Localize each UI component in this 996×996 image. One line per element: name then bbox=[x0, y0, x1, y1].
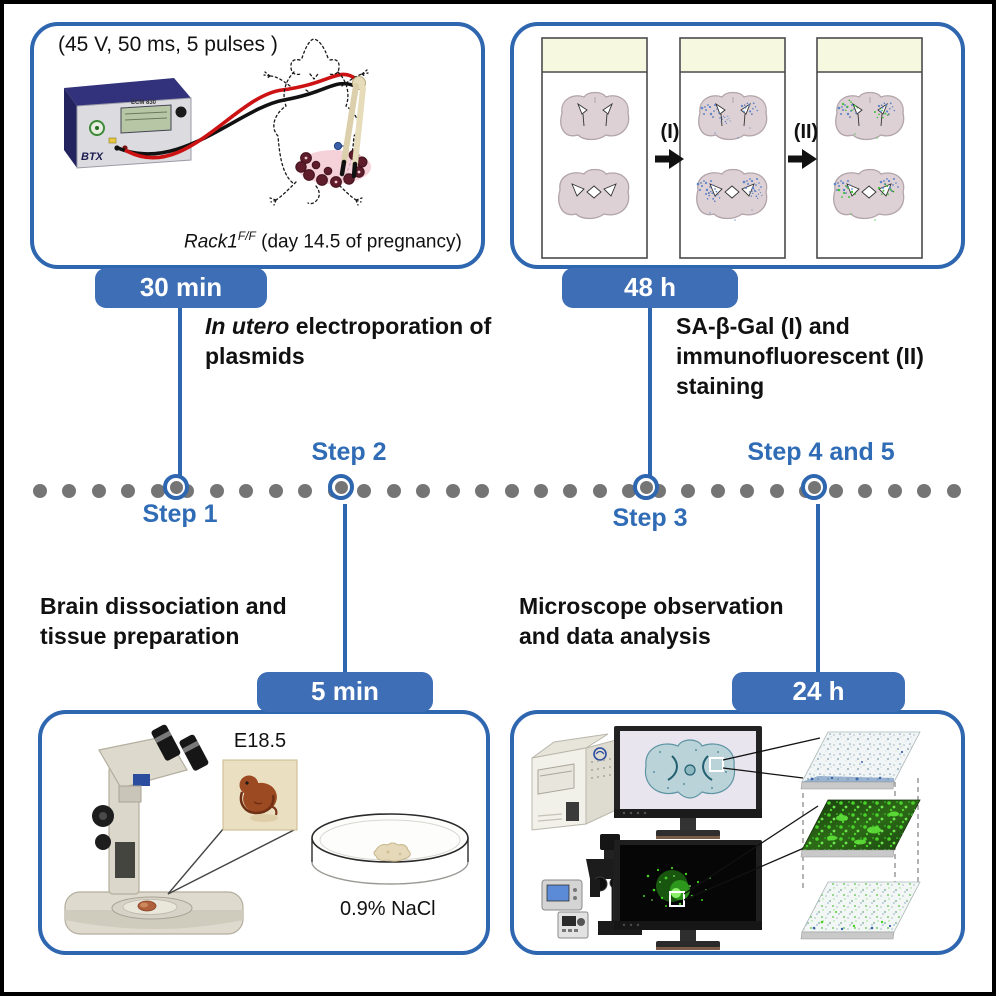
timeline-dot bbox=[622, 484, 637, 498]
timeline-dot bbox=[298, 484, 313, 498]
brain-tissue-icon bbox=[373, 842, 411, 862]
timeline-marker-step45 bbox=[801, 474, 827, 500]
zoom-region-box bbox=[709, 757, 724, 772]
timeline-dot bbox=[828, 484, 843, 498]
timeline-dot bbox=[681, 484, 696, 498]
duration-badge-30min: 30 min bbox=[95, 268, 267, 308]
timeline-dot bbox=[268, 484, 283, 498]
connector-step3 bbox=[648, 306, 652, 478]
timeline-dot bbox=[416, 484, 431, 498]
panel-staining: (I) (II) bbox=[510, 22, 965, 269]
panel-analysis bbox=[510, 710, 965, 955]
timeline-dot bbox=[887, 484, 902, 498]
step2-description: Brain dissociation and tissue preparatio… bbox=[40, 593, 287, 649]
slide-sabgal bbox=[680, 38, 785, 258]
duration-badge-48h: 48 h bbox=[562, 268, 738, 308]
step3-label: Step 3 bbox=[612, 504, 688, 532]
step1-description: In utero electroporation of plasmids bbox=[205, 313, 492, 369]
connector-step45 bbox=[816, 504, 820, 674]
embryo-chain-icon bbox=[295, 141, 371, 188]
timeline-dot bbox=[475, 484, 490, 498]
timeline-dot bbox=[386, 484, 401, 498]
timeline-marker-step3 bbox=[633, 474, 659, 500]
petri-dish-icon bbox=[311, 813, 469, 885]
electroporation-illustration: ECM 830 BTX bbox=[64, 38, 371, 206]
timeline-dot bbox=[445, 484, 460, 498]
slide-immunofluorescent bbox=[817, 38, 922, 258]
dissection-illustration bbox=[64, 724, 469, 935]
arrow-step-II-label: (II) bbox=[793, 121, 819, 143]
timeline-dot bbox=[917, 484, 932, 498]
timeline-dot bbox=[239, 484, 254, 498]
slide-unstained bbox=[542, 38, 647, 258]
timeline-dot bbox=[150, 484, 165, 498]
timeline-dot bbox=[592, 484, 607, 498]
timeline-dot bbox=[33, 484, 47, 498]
step45-label: Step 4 and 5 bbox=[747, 438, 895, 466]
timeline-dot bbox=[357, 484, 372, 498]
connector-step2 bbox=[343, 504, 347, 674]
stained-plane-fluorescence bbox=[800, 799, 921, 858]
timeline-marker-step2 bbox=[328, 474, 354, 500]
solution-label: 0.9% NaCl bbox=[340, 898, 436, 920]
electrode-cables-icon bbox=[117, 72, 358, 160]
fluorescence-connector-lines bbox=[683, 805, 819, 901]
step3-description: SA-β-Gal (I) and immunofluorescent (II) … bbox=[676, 313, 924, 399]
monitor-brightfield-icon bbox=[614, 726, 762, 839]
arrow-step-I-label: (I) bbox=[660, 121, 680, 143]
tweezer-electrode-icon bbox=[339, 76, 366, 179]
slide-scanner-icon bbox=[531, 733, 617, 831]
step45-description: Microscope observation and data analysis bbox=[519, 593, 784, 649]
plasmid-dot-icon bbox=[333, 141, 343, 151]
staining-illustration bbox=[514, 26, 961, 265]
timeline-dot bbox=[121, 484, 136, 498]
panel-dissection: E18.5 0.9% NaCl bbox=[38, 710, 490, 955]
step1-label: Step 1 bbox=[142, 500, 218, 528]
timeline-dot bbox=[209, 484, 224, 498]
genotype-text: Rack1F/F (day 14.5 of pregnancy) bbox=[184, 229, 462, 253]
timeline-dot bbox=[769, 484, 784, 498]
panel-electroporation: (45 V, 50 ms, 5 pulses ) ECM 830 BTX bbox=[30, 22, 485, 269]
svg-text:BTX: BTX bbox=[81, 151, 104, 163]
svg-text:ECM 830: ECM 830 bbox=[131, 100, 157, 106]
timeline-dot bbox=[504, 484, 519, 498]
embryo-inset-image bbox=[222, 759, 298, 831]
stereo-microscope-icon bbox=[64, 724, 244, 935]
embryo-stage-label: E18.5 bbox=[233, 730, 287, 752]
duration-badge-24h: 24 h bbox=[732, 672, 905, 712]
pulse-parameters-text: (45 V, 50 ms, 5 pulses ) bbox=[58, 33, 278, 56]
brightfield-brain-image bbox=[644, 739, 736, 799]
duration-badge-5min: 5 min bbox=[257, 672, 433, 712]
timeline-dot bbox=[533, 484, 548, 498]
zoom-region-box bbox=[669, 891, 685, 907]
step2-label: Step 2 bbox=[311, 438, 387, 466]
brightfield-connector-lines bbox=[722, 737, 821, 779]
monitor-fluorescence-icon bbox=[614, 840, 762, 950]
inset-connector-lines bbox=[167, 827, 297, 895]
timeline-dot bbox=[946, 484, 961, 498]
timeline-dot bbox=[858, 484, 873, 498]
stained-plane-merge bbox=[800, 881, 921, 940]
timeline-dot bbox=[710, 484, 725, 498]
timeline-dot bbox=[740, 484, 755, 498]
timeline-marker-step1 bbox=[163, 474, 189, 500]
stained-plane-sabgal bbox=[800, 731, 921, 790]
arrow-step-II-icon bbox=[788, 149, 817, 169]
timeline-dot bbox=[91, 484, 106, 498]
timeline-dot bbox=[62, 484, 77, 498]
connector-step1 bbox=[178, 306, 182, 478]
analysis-illustration bbox=[531, 726, 921, 950]
timeline-dot bbox=[563, 484, 578, 498]
